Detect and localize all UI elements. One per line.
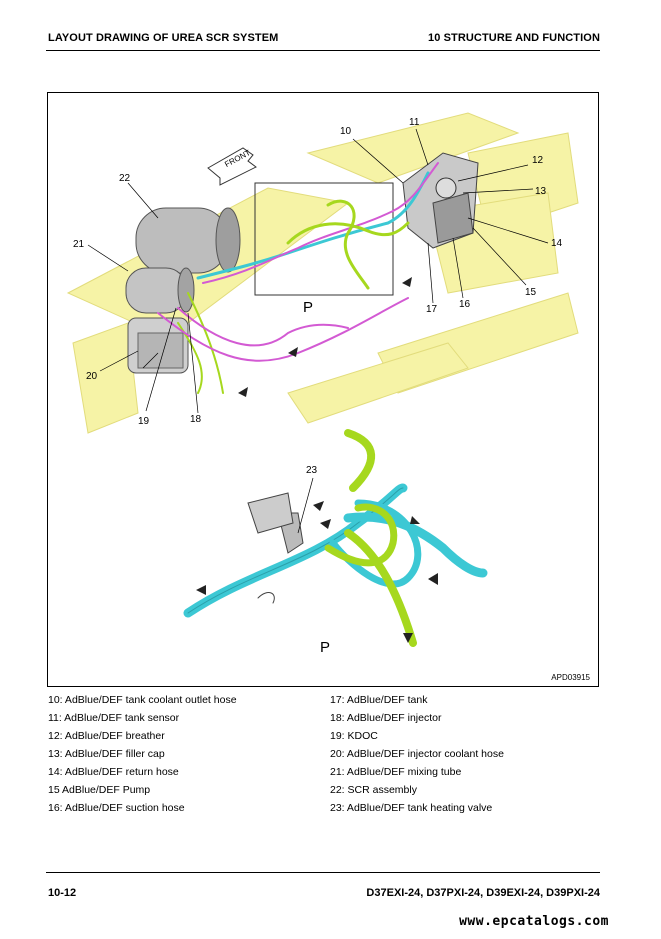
legend-item: 12: AdBlue/DEF breather [48,730,165,742]
callout-21: 21 [73,239,85,250]
legend-item: 19: KDOC [330,730,378,742]
adblue-tank-shape [402,152,479,249]
legend-left-column: 10: AdBlue/DEF tank coolant outlet hose … [48,691,237,817]
legend-item: 15 AdBlue/DEF Pump [48,784,151,796]
legend-item: 22: SCR assembly [330,784,417,796]
legend-right-column: 17: AdBlue/DEF tank 18: AdBlue/DEF injec… [330,691,504,817]
view-p-box [254,182,394,296]
flow-arrows-top [238,277,412,397]
callout-13: 13 [535,186,547,197]
scr-assembly-shape [125,207,241,314]
drawing-code: APD03915 [551,673,590,682]
callout-17: 17 [426,304,438,315]
section-title: LAYOUT DRAWING OF UREA SCR SYSTEM [48,32,279,44]
callout-10: 10 [340,126,352,137]
callout-14: 14 [551,238,563,249]
legend-item: 10: AdBlue/DEF tank coolant outlet hose [48,694,237,706]
legend-item: 23: AdBlue/DEF tank heating valve [330,802,493,814]
legend-item: 18: AdBlue/DEF injector [330,712,442,724]
front-arrow-icon [207,147,257,186]
watermark: www.epcatalogs.com [459,914,609,929]
callout-11: 11 [409,117,420,128]
callout-18: 18 [190,414,202,425]
callout-23: 23 [306,465,318,476]
drawing-illustration [66,112,579,647]
callout-20: 20 [86,371,98,382]
detail-p-label: P [320,639,331,656]
header-rule [46,50,600,51]
legend-item: 13: AdBlue/DEF filler cap [48,748,165,760]
model-list: D37EXI-24, D37PXI-24, D39EXI-24, D39PXI-… [366,887,600,899]
callout-16: 16 [459,299,471,310]
page-number: 10-12 [48,887,77,899]
chapter-title: 10 STRUCTURE AND FUNCTION [428,32,600,44]
callout-19: 19 [138,416,150,427]
callout-15: 15 [525,287,537,298]
legend-item: 21: AdBlue/DEF mixing tube [330,766,462,778]
legend-item: 17: AdBlue/DEF tank [330,694,428,706]
hoses-main [157,162,439,394]
callout-22: 22 [119,173,131,184]
leader-lines-top [87,128,549,414]
kdoc-shape [127,317,189,374]
detail-view-p [183,429,488,647]
leader-line-23 [297,477,314,534]
legend-item: 20: AdBlue/DEF injector coolant hose [330,748,504,760]
footer-rule [46,872,600,873]
callout-12: 12 [532,155,544,166]
view-p-label: P [303,299,314,316]
legend-item: 16: AdBlue/DEF suction hose [48,802,185,814]
legend-item: 11: AdBlue/DEF tank sensor [48,712,180,724]
flow-arrows-detail [196,501,438,643]
layout-drawing: 10 11 12 13 14 15 16 17 18 19 20 21 22 2… [47,92,599,687]
legend-item: 14: AdBlue/DEF return hose [48,766,179,778]
